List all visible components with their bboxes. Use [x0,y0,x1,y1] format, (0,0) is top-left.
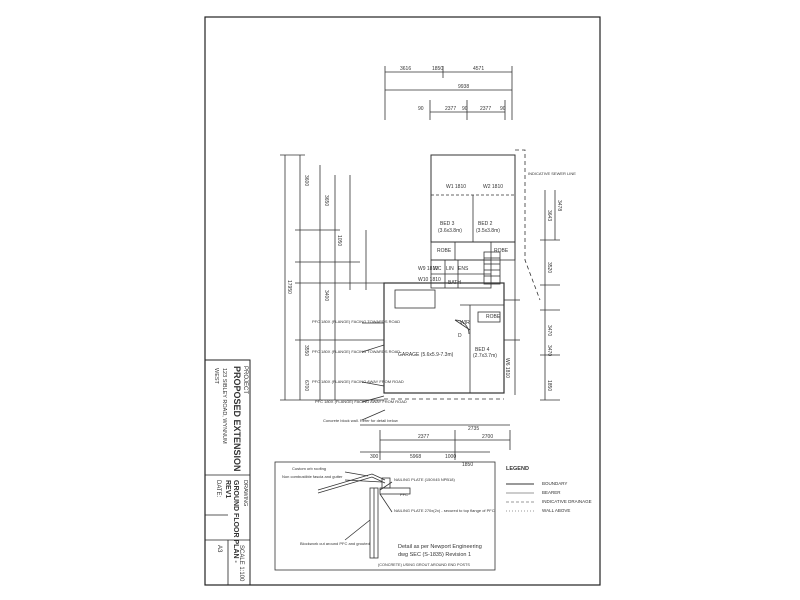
tb-drawing-title-2: REV1 [224,480,231,498]
dim-right-1: 3643 [546,210,552,221]
dim-second-1: 2377 [445,106,456,112]
detail-footnote: (CONCRETE) USING GROUT AROUND END POSTS [378,563,470,567]
tb-project-title: PROPOSED EXTENSION [232,366,242,472]
room-bed2-size: (3.5x3.8m) [476,228,500,234]
sheet-border [204,16,601,586]
dim-second-small-3: 90 [500,106,506,112]
dim-second-small-2: 90 [462,106,468,112]
window-w1: W1 1810 [446,184,466,190]
detail-custom-roofing: Custom orb roofing [292,466,326,471]
dim-bottom-small-1: 300 [370,454,379,460]
tb-sheet-size: A3 [216,545,222,553]
dim-top-3: 4571 [473,66,484,72]
dim-bottom-3: 2700 [482,434,493,440]
dim-bottom-small-3: 1850 [462,462,473,468]
note-concrete: Concrete block wall. Refer for detail be… [323,418,398,423]
room-robe3: ROBE [486,314,501,320]
dim-right-5: 3470 [546,345,552,356]
room-bed3-size: (3.6x3.8m) [438,228,462,234]
room-bed3: BED 3 [440,221,455,227]
legend-item-wall-above: WALL ABOVE [542,508,570,513]
room-wir: WIR [460,320,470,326]
dim-bottom-1: 2377 [418,434,429,440]
dim-left-6: 6700 [303,380,309,391]
dim-second-2: 2377 [480,106,491,112]
dim-top-1: 3616 [400,66,411,72]
sewer-line-label: INDICATIVE SEWER LINE [528,171,576,176]
dim-left-5: 3550 [303,345,309,356]
room-bed4-size: (2.7x3.7m) [473,353,497,359]
tb-scale: SCALE 1:100 [238,545,244,582]
detail-nailing-plate-2: NAILING PLATE 270x(2x) - secured to top … [394,508,495,513]
dim-left-4: 3400 [323,290,329,301]
legend-item-drainage: INDICATIVE DRAINAGE [542,499,592,504]
door-d: D [458,333,462,339]
detail-caption-1: Detail as per Newport Engineering [398,544,482,550]
window-w10: W10 1810 [418,277,441,283]
detail-blockwork: Blockwork cut around PFC and grouted [300,541,370,546]
detail-pfc-label: PFC [400,492,408,497]
tb-project-label: PROJECT [242,366,248,394]
room-bath: BATH [448,280,461,286]
room-robe2: ROBE [494,248,509,254]
dim-bottom-2: 2735 [468,426,479,432]
dim-left-2: 3650 [323,195,329,206]
room-garage: GARAGE (5.6x5.9-7.3m) [398,352,454,358]
dim-top-total: 9938 [458,84,469,90]
room-wc: WC [433,266,442,272]
room-robe1: ROBE [437,248,452,254]
detail-nailing-plate-1: NAILING PLATE (150X45 NPB18) [394,477,456,482]
window-w2: W2 1810 [483,184,503,190]
dim-top-2: 1850 [432,66,443,72]
room-lin: LIN [446,266,454,272]
tb-date-label: DATE: [215,480,221,498]
legend-item-bearer: BEARER [542,490,561,495]
room-bed4: BED 4 [475,347,490,353]
dim-right-3: 3520 [546,262,552,273]
title-block: PROJECT PROPOSED EXTENSION 123 SIBLEY RO… [204,359,251,586]
tb-address-2: WEST [213,368,219,385]
window-w6: W6 1810 [504,358,510,378]
note-pfc-2: PFC 180X (FLANGE) FACING TOWARDS ROAD [312,349,400,354]
dim-second-small-1: 90 [418,106,424,112]
legend-title: LEGEND [506,466,529,472]
dim-bottom-small-2: 1000 [445,454,456,460]
dim-left-3: 1050 [336,235,342,246]
dim-right-2: 3478 [556,200,562,211]
legend-item-boundary: BOUNDARY [542,481,567,486]
dim-bottom-total: 5968 [410,454,421,460]
floor-plan [280,66,560,460]
room-bed2: BED 2 [478,221,493,227]
detail-caption-2: dwg SEC (S-1835) Revision 1 [398,552,471,558]
dim-left-total: 17950 [286,280,292,294]
plan-notes: PFC 180X (FLANGE) FACING TOWARDS ROAD PF… [312,319,407,423]
tb-drawing-label: DRAWING [242,480,248,506]
note-pfc-4: PFC 180X (FLANGE) FACING AWAY FROM ROAD [315,399,407,404]
window-w9: W9 1810 [418,266,438,272]
room-ens: ENS [458,266,469,272]
detail-box: Custom orb roofing Non combustible fasci… [274,461,496,571]
dim-right-6: 1850 [546,380,552,391]
room-labels: BED 3 (3.6x3.8m) BED 2 (3.5x3.8m) ROBE R… [398,171,576,378]
legend: LEGEND BOUNDARY BEARER INDICATIVE DRAINA… [506,466,592,513]
note-pfc-3: PFC 180X (FLANGE) FACING AWAY FROM ROAD [312,379,404,384]
dim-left-1: 3600 [303,175,309,186]
dim-right-4: 3470 [546,325,552,336]
tb-address-1: 123 SIBLEY ROAD, WYNNUM [221,368,227,444]
tb-drawing-title-1: GROUND FLOOR PLAN - [232,480,239,563]
note-pfc-1: PFC 180X (FLANGE) FACING TOWARDS ROAD [312,319,400,324]
detail-fascia: Non combustible fascia and gutter [282,474,343,479]
plan-dimensions: 3616 1850 4571 9938 2377 2377 90 90 90 3… [286,66,562,468]
